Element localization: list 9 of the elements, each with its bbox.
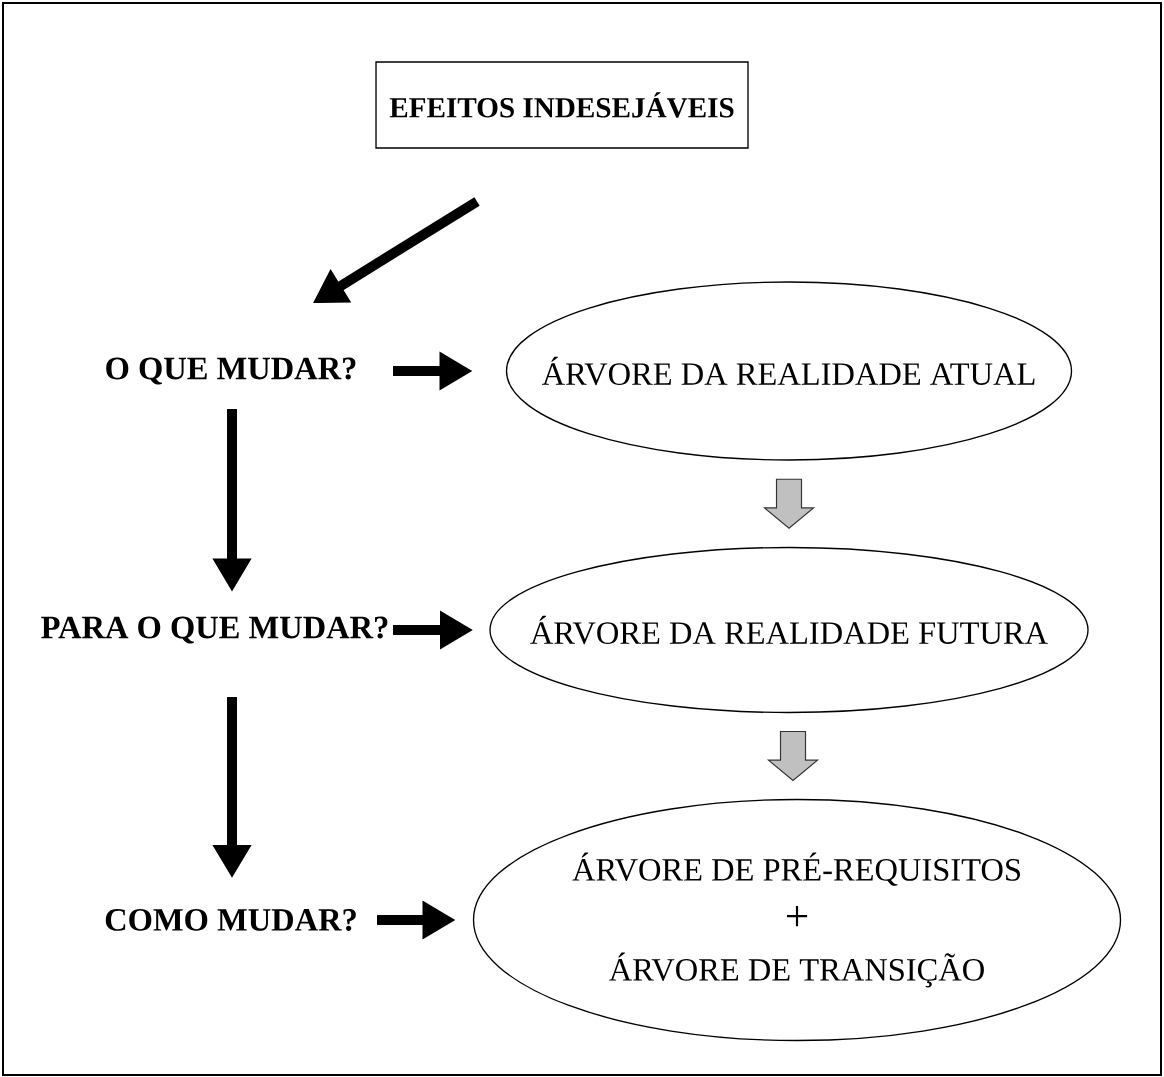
block-arrow [762, 478, 816, 530]
ellipse-node: ÁRVORE DA REALIDADE ATUAL [505, 281, 1073, 461]
ellipse-node: ÁRVORE DE PRÉ-REQUISITOS + ÁRVORE DE TRANSIÇÃO [472, 798, 1122, 1042]
question-label: PARA O QUE MUDAR? [41, 616, 388, 644]
question-label: COMO MUDAR? [105, 909, 356, 931]
ellipse-node: ÁRVORE DA REALIDADE FUTURA [489, 546, 1089, 714]
process-box: EFEITOS INDESEJÁVEIS [375, 61, 749, 149]
question-label: O QUE MUDAR? [106, 357, 356, 385]
block-arrow [766, 730, 820, 782]
